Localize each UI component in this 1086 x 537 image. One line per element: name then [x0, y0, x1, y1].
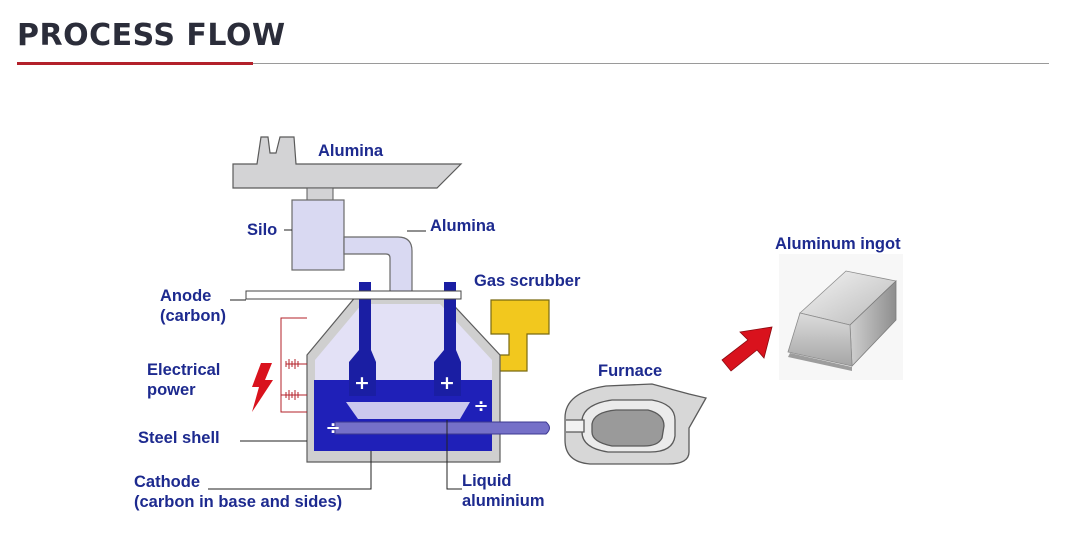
anode-left — [349, 282, 376, 396]
label-electrical-line1: Electrical — [147, 361, 220, 379]
tapping-pipe — [334, 421, 550, 435]
page-title: PROCESS FLOW — [17, 18, 286, 53]
header-divider — [17, 63, 1049, 64]
label-alumina-top: Alumina — [318, 142, 384, 160]
label-liquid-line2: aluminium — [462, 492, 545, 510]
label-anode-line2: (carbon) — [160, 307, 226, 325]
label-cathode-line1: Cathode — [134, 473, 200, 491]
header: PROCESS FLOW — [17, 18, 286, 53]
alumina-conveyor — [232, 136, 463, 189]
silo — [291, 199, 345, 271]
label-alumina-pipe: Alumina — [430, 217, 496, 235]
ingot-image — [779, 254, 903, 380]
anode-right-sign: + — [439, 372, 455, 394]
liquid-aluminium-pool — [346, 402, 470, 419]
label-silo: Silo — [247, 221, 277, 239]
electrical-circuit — [280, 317, 307, 413]
label-cathode-line2: (carbon in base and sides) — [134, 493, 342, 511]
leader-lines — [208, 229, 462, 490]
furnace — [564, 383, 707, 465]
anode-busbar — [245, 290, 462, 300]
label-ingot: Aluminum ingot — [775, 235, 901, 253]
label-anode-line1: Anode — [160, 287, 211, 305]
red-arrow-icon — [721, 326, 773, 372]
anode-left-sign: + — [354, 372, 370, 394]
label-electrical-line2: power — [147, 381, 196, 399]
lightning-icon — [252, 363, 273, 412]
label-steel-shell: Steel shell — [138, 429, 220, 447]
header-accent-bar — [17, 62, 253, 65]
label-liquid-line1: Liquid — [462, 472, 511, 490]
label-gas-scrubber: Gas scrubber — [474, 272, 581, 290]
label-furnace: Furnace — [598, 362, 662, 380]
cathode-right-sign: ÷ — [473, 396, 488, 417]
anode-right — [434, 282, 461, 396]
conveyor-neck — [306, 187, 334, 201]
cathode-left-sign: ÷ — [325, 418, 340, 439]
